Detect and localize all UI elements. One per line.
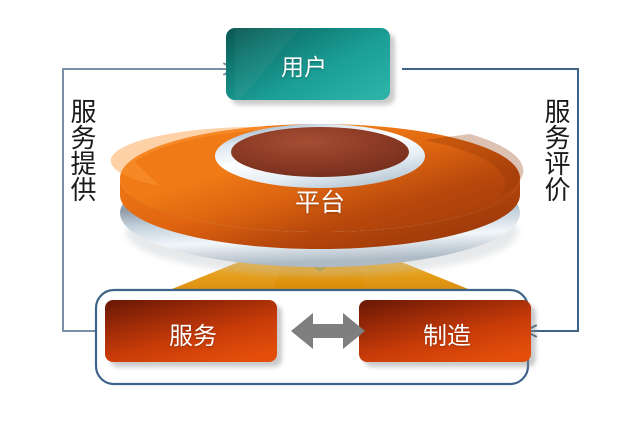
double-headed-arrow-icon: [291, 313, 365, 349]
service-node[interactable]: [105, 300, 282, 367]
flow-left-label: 服务提供: [66, 98, 96, 202]
manufacture-node[interactable]: [359, 300, 536, 367]
user-node[interactable]: [226, 28, 395, 105]
platform-torus: [110, 124, 524, 276]
flow-right-label: 服务评价: [540, 98, 570, 202]
